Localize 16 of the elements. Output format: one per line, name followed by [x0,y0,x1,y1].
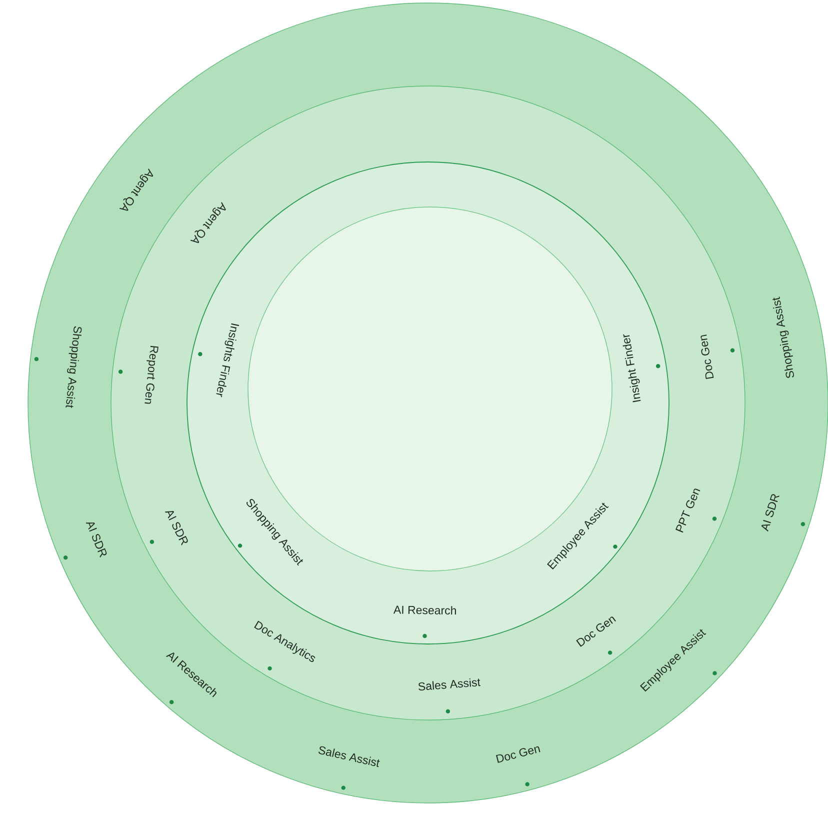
ring-label: AI SDR [761,494,780,532]
ring-label: Sales Assist [318,746,380,768]
ring-label: Doc Gen [496,746,540,763]
ring-label: Report Gen [144,346,158,404]
ring-label: Doc Gen [576,616,616,647]
ring-label: AI Research [393,606,456,615]
ring-label: Insights Finder [216,323,240,398]
ring-label: AI SDR [86,522,107,558]
ring-label: Sales Assist [418,678,481,690]
ring-label: Shopping Assist [66,326,82,408]
ring-label: AI SDR [164,511,188,546]
circle [248,206,612,572]
ring-label: PPT Gen [676,488,700,533]
ring-label: Insight Finder [622,334,641,402]
ring-label: Doc Gen [700,334,714,380]
ring-label: Shopping Assist [772,296,794,378]
